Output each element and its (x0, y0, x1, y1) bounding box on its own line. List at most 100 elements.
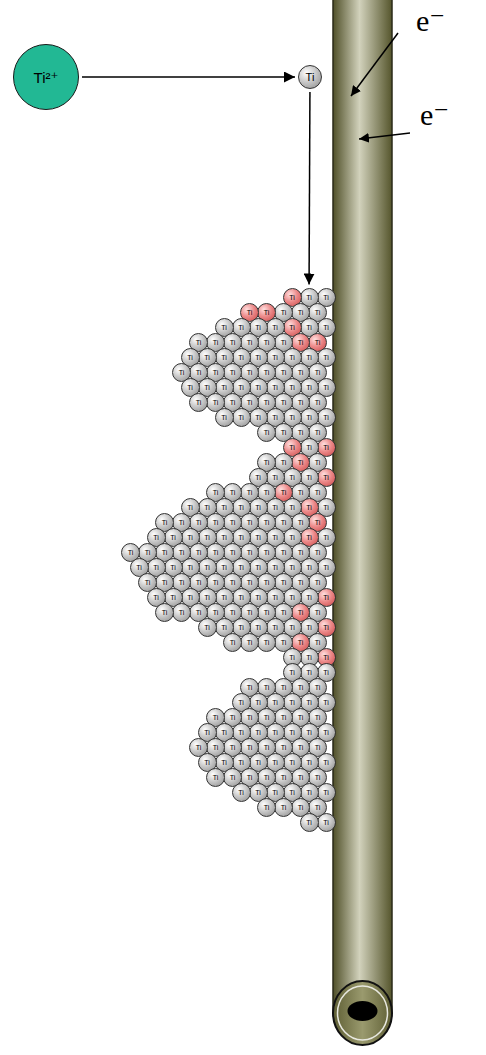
atom-label: Ti (213, 609, 219, 616)
atom-label: Ti (289, 474, 295, 481)
atom-label: Ti (298, 459, 304, 466)
atom-label: Ti (204, 384, 210, 391)
atom-label: Ti (213, 369, 219, 376)
atom-label: Ti (221, 729, 227, 736)
atom-label: Ti (255, 789, 261, 796)
ion-circle: Ti²⁺ (13, 44, 79, 110)
atom-label: Ti (247, 369, 253, 376)
atom-label: Ti (264, 339, 270, 346)
atom-label: Ti (255, 729, 261, 736)
atom-label: Ti (238, 564, 244, 571)
atom-label: Ti (323, 729, 329, 736)
atom-label: Ti (264, 489, 270, 496)
electron-arrow (351, 33, 398, 96)
atom-label: Ti (230, 609, 236, 616)
atom-label: Ti (272, 324, 278, 331)
atom-label: Ti (170, 594, 176, 601)
atom-label: Ti (213, 399, 219, 406)
atom-label: Ti (272, 759, 278, 766)
atom-label: Ti (247, 489, 253, 496)
atom-label: Ti (196, 369, 202, 376)
atom-label: Ti (315, 309, 321, 316)
atom-label: Ti (272, 624, 278, 631)
atom-label: Ti (221, 534, 227, 541)
atom-label: Ti (204, 759, 210, 766)
deposited-atom: Ti (232, 408, 251, 427)
atom-label: Ti (315, 429, 321, 436)
atom-label: Ti (255, 474, 261, 481)
atom-label: Ti (272, 789, 278, 796)
atom-label: Ti (306, 534, 312, 541)
deposited-atom: Ti (206, 768, 225, 787)
atom-label: Ti (289, 534, 295, 541)
atom-label: Ti (247, 714, 253, 721)
atom-label: Ti (315, 639, 321, 646)
atom-label: Ti (315, 369, 321, 376)
atom-label: Ti (289, 414, 295, 421)
atom-label: Ti (255, 759, 261, 766)
atom-label: Ti (272, 474, 278, 481)
atom-label: Ti (323, 624, 329, 631)
atom-label: Ti (289, 444, 295, 451)
atom-label: Ti (323, 819, 329, 826)
atom-label: Ti (315, 489, 321, 496)
atom-label: Ti (281, 369, 287, 376)
atom-label: Ti (230, 489, 236, 496)
atom-label: Ti (281, 339, 287, 346)
atom-label: Ti (238, 789, 244, 796)
atom-label: Ti (281, 609, 287, 616)
atom-label: Ti (323, 414, 329, 421)
deposited-atom: Ti (223, 633, 242, 652)
atom-label: Ti (306, 789, 312, 796)
atom-label: Ti (289, 294, 295, 301)
atom-label: Ti (230, 744, 236, 751)
atom-label: Ti (264, 519, 270, 526)
atom-label: Ti (306, 414, 312, 421)
atom-label: Ti (281, 399, 287, 406)
atom-label: Ti (238, 729, 244, 736)
atom-label: Ti (306, 654, 312, 661)
atom-label: Ti (281, 429, 287, 436)
atom-label: Ti (221, 624, 227, 631)
atom-label: Ti (179, 369, 185, 376)
atom-label: Ti (272, 729, 278, 736)
electron-label: e⁻ (420, 100, 449, 130)
atom-label: Ti (306, 594, 312, 601)
atom-label: Ti (162, 519, 168, 526)
atom-label: Ti (323, 474, 329, 481)
atom-label: Ti (272, 564, 278, 571)
atom-label: Ti (213, 339, 219, 346)
atom-label: Ti (306, 444, 312, 451)
atom-label: Ti (221, 324, 227, 331)
atom-label: Ti (170, 534, 176, 541)
atom-label: Ti (306, 759, 312, 766)
deposited-atom: Ti (257, 423, 276, 442)
atom-label: Ti (238, 759, 244, 766)
atom-label: Ti (187, 534, 193, 541)
atom-label: Ti (315, 714, 321, 721)
atom-label: Ti (187, 354, 193, 361)
atom-label: Ti (145, 579, 151, 586)
atom-label: Ti (289, 354, 295, 361)
deposited-atom: Ti (172, 603, 191, 622)
atom-label: Ti (289, 384, 295, 391)
atom-label: Ti (204, 564, 210, 571)
atom-label: Ti (306, 504, 312, 511)
atom-label: Ti (264, 399, 270, 406)
atom-label: Ti (289, 624, 295, 631)
atom-label: Ti (289, 594, 295, 601)
atom-label: Ti (255, 354, 261, 361)
deposited-atom: Ti (317, 813, 336, 832)
atom-label: Ti (264, 609, 270, 616)
atom-label: Ti (145, 549, 151, 556)
atom-label: Ti (298, 519, 304, 526)
atom-label: Ti (221, 354, 227, 361)
atom-label: Ti (204, 729, 210, 736)
atom-label: Ti (196, 549, 202, 556)
atom-label: Ti (230, 399, 236, 406)
atom-label: Ti (187, 594, 193, 601)
atom-label: Ti (298, 774, 304, 781)
atom-label: Ti (196, 609, 202, 616)
atom-label: Ti (255, 324, 261, 331)
atom-label: Ti (238, 414, 244, 421)
